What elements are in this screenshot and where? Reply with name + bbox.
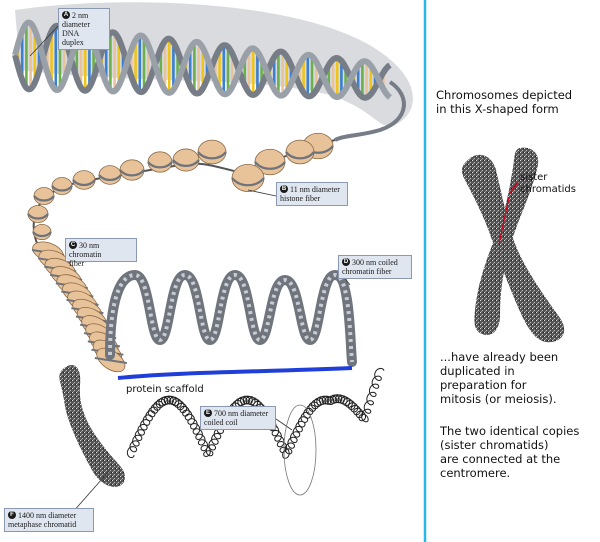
nucleosome (33, 187, 55, 205)
histone-wrap (27, 213, 49, 220)
histone-wrap (119, 169, 145, 177)
side-text1-line3: preparation for (440, 378, 527, 392)
callout-c-tag: C (69, 241, 77, 249)
callout-leaders (29, 23, 351, 514)
callout-f-tag: F (8, 511, 16, 519)
histone-wrap (147, 161, 173, 169)
callout-a-line1: 2 nm (72, 11, 89, 20)
histone-wrap (72, 179, 96, 187)
nucleosome (197, 139, 227, 165)
side-duplication-text: ...have already been duplicated in prepa… (440, 350, 558, 406)
side-text2-line1: The two identical copies (440, 424, 580, 438)
x-chromosome (461, 147, 565, 343)
callout-a-line2: diameter (62, 20, 90, 29)
callout-b-line2: histone fiber (280, 194, 321, 203)
side-centromere-text: The two identical copies (sister chromat… (440, 424, 579, 480)
side-text1-line2: duplicated in (440, 364, 515, 378)
side-text1-line4: mitosis (or meiosis). (440, 392, 557, 406)
callout-f-line2: metaphase chromatid (8, 520, 77, 529)
histone-wrap (254, 161, 286, 170)
protein-scaffold-line (117, 366, 353, 380)
coiled-coil-strand (126, 367, 385, 459)
callout-b-tag: B (280, 185, 288, 193)
histone-wrap (231, 177, 265, 187)
callout-a-line3: DNA (62, 29, 80, 38)
callout-b-line1: 11 nm diameter (290, 185, 340, 194)
side-text2-line4: centromere. (440, 466, 511, 480)
side-text1-line1: ...have already been (440, 350, 559, 364)
sister-chromatids-label: sister chromatids (520, 172, 576, 196)
callout-d-line1: 300 nm coiled (352, 258, 398, 267)
callout-d-line2: chromatin fiber (342, 267, 392, 276)
nucleosome (231, 163, 265, 192)
metaphase-chromatid (59, 365, 125, 487)
fiber-wrap (94, 357, 128, 364)
side-heading: Chromosomes depicted in this X-shaped fo… (436, 88, 572, 116)
nucleosome (285, 139, 315, 165)
nucleosome (27, 205, 49, 223)
histone-wrap (285, 151, 315, 160)
histone-wrap (98, 174, 122, 182)
callout-e-tag: E (204, 409, 212, 417)
histone-wrap (32, 231, 52, 238)
coiled-chromatin-loops-texture (108, 272, 354, 363)
protein-scaffold-label: protein scaffold (126, 384, 204, 395)
callout-a-line4: duplex (62, 38, 84, 47)
nucleosome (51, 177, 73, 195)
side-text2-line3: are connected at the (440, 452, 561, 466)
nucleosome (32, 223, 52, 241)
histone-fiber (27, 132, 336, 261)
histone-wrap (172, 159, 200, 167)
histone-wrap (197, 151, 227, 160)
callout-f-line1: 1400 nm diameter (18, 511, 77, 520)
sister-label-line2: chromatids (520, 184, 576, 195)
dna-backbone (12, 22, 392, 101)
callout-a-tag: A (62, 11, 70, 19)
nucleosome (172, 148, 200, 172)
nucleosome (72, 170, 96, 190)
callout-c-line1: 30 nm chromatin (69, 241, 102, 259)
nucleosome (119, 159, 145, 181)
callout-e-line1: 700 nm diameter (214, 409, 269, 418)
side-heading-line2: in this X-shaped form (436, 102, 559, 116)
histone-wrap (51, 185, 73, 192)
side-text2-line2: (sister chromatids) (440, 438, 549, 452)
callout-c-line2: fiber (69, 259, 85, 268)
callout-d-tag: D (342, 258, 350, 266)
nucleosome (147, 151, 173, 173)
callout-e-line2: coiled coil (204, 418, 238, 427)
nucleosome (98, 165, 122, 185)
histone-wrap (33, 195, 55, 202)
sister-label-line1: sister (520, 172, 548, 183)
dna-backbone (334, 80, 406, 142)
side-heading-line1: Chromosomes depicted (436, 88, 573, 102)
